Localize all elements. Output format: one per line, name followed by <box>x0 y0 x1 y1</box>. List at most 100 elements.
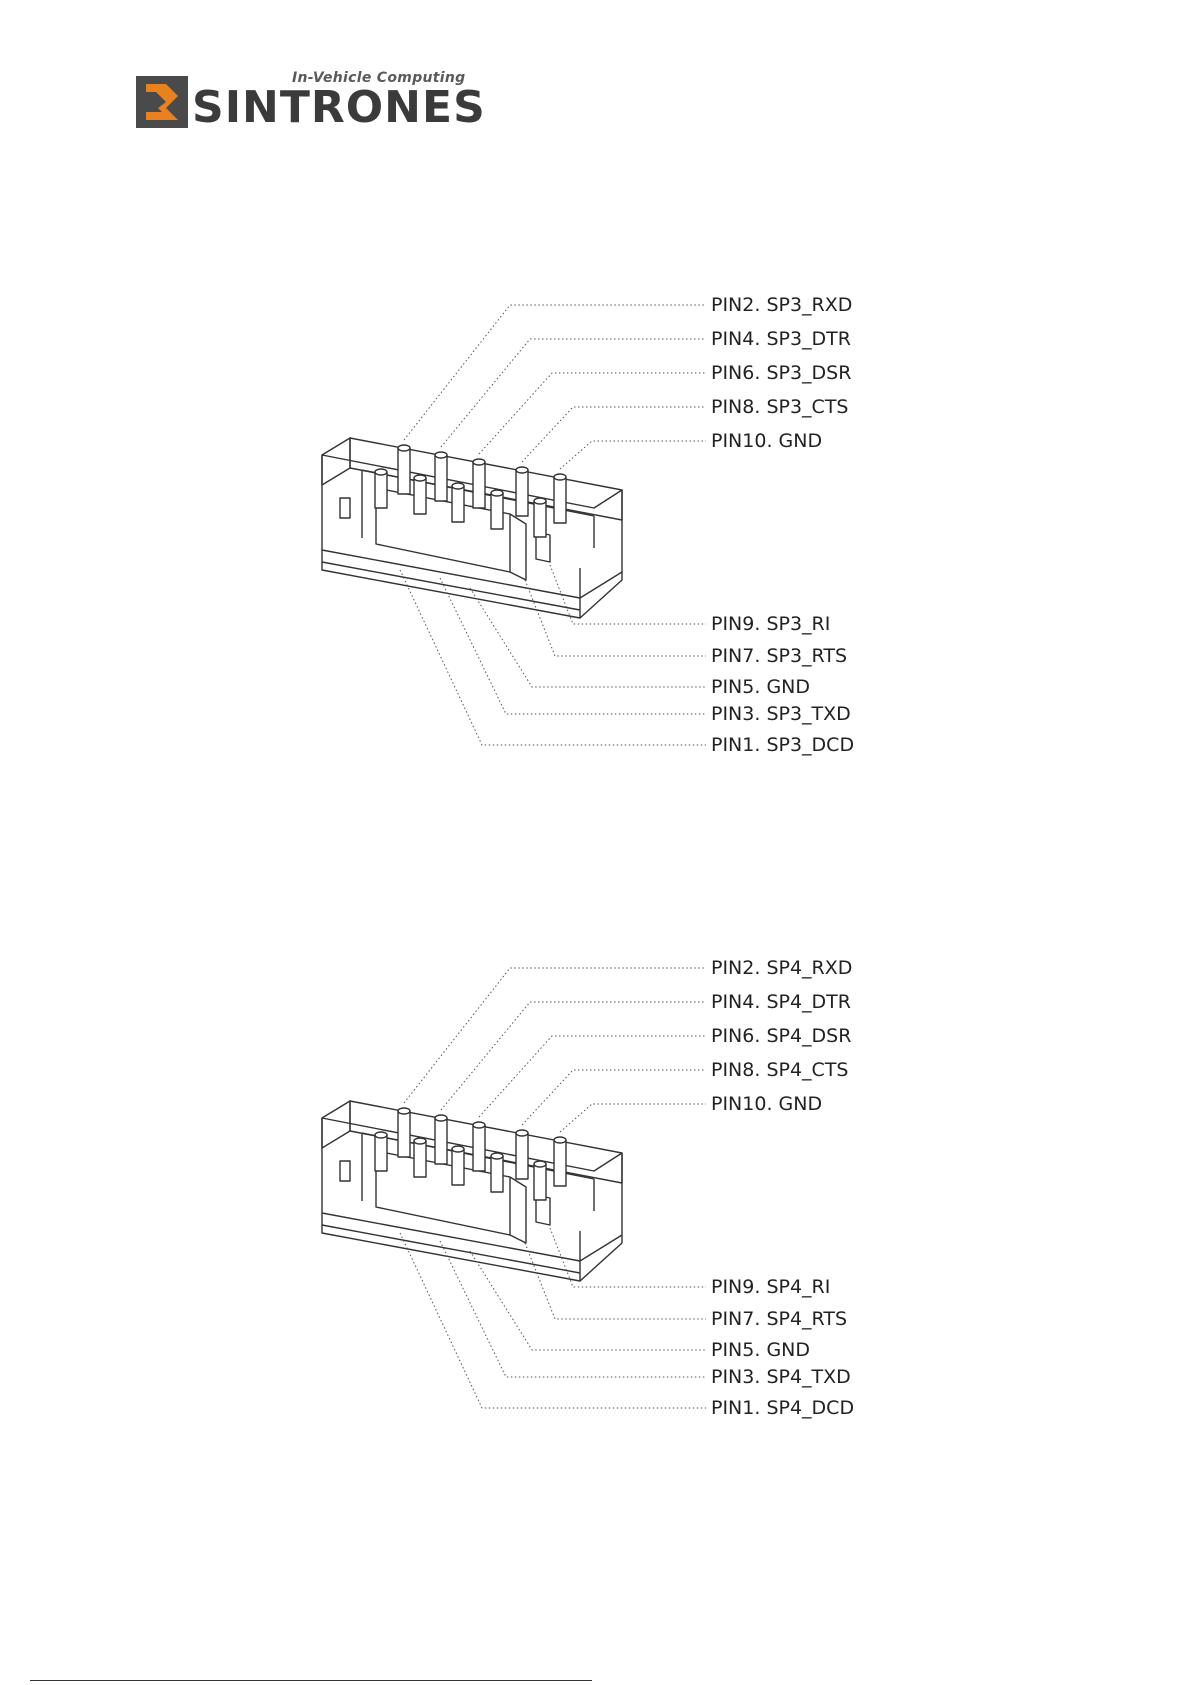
connector-drawing <box>0 280 1191 760</box>
pin-label: PIN5. GND <box>711 676 810 698</box>
leader-line <box>550 565 706 624</box>
header-pin <box>554 474 566 523</box>
pin-shaft <box>435 455 447 501</box>
pin-shaft <box>375 1135 387 1171</box>
pin-label: PIN10. GND <box>711 1093 822 1115</box>
connector-diagram-sp3: PIN2. SP3_RXD PIN4. SP3_DTR PIN6. SP3_DS… <box>0 280 1191 760</box>
connector-body <box>322 438 622 618</box>
pin-label: PIN3. SP3_TXD <box>711 703 851 725</box>
pin-tip <box>414 1138 426 1144</box>
pin-tip <box>534 1161 546 1167</box>
pin-label: PIN2. SP3_RXD <box>711 294 852 316</box>
pin-shaft <box>473 462 485 508</box>
header-pin <box>398 1108 410 1157</box>
leader-line <box>470 588 706 687</box>
pin-tip <box>554 1137 566 1143</box>
latch-window-left <box>340 498 350 518</box>
pin-label: PIN10. GND <box>711 430 822 452</box>
leader-lines <box>400 305 706 745</box>
pin-label: PIN1. SP3_DCD <box>711 734 854 756</box>
leader-line <box>525 1243 706 1319</box>
header-pin <box>534 498 546 537</box>
pin-label: PIN7. SP4_RTS <box>711 1308 847 1330</box>
key-notch <box>510 1177 526 1243</box>
pin-tip <box>554 474 566 480</box>
leader-line <box>440 1241 706 1377</box>
pin-tip <box>375 1132 387 1138</box>
pin-tip <box>452 1146 464 1152</box>
pin-label: PIN2. SP4_RXD <box>711 957 852 979</box>
pin-shaft <box>452 486 464 522</box>
pin-tip <box>414 475 426 481</box>
pin-shaft <box>398 1111 410 1157</box>
header-pin <box>398 445 410 494</box>
header-pin <box>491 490 503 529</box>
pin-shaft <box>516 1133 528 1179</box>
pin-label: PIN4. SP4_DTR <box>711 991 851 1013</box>
sintrones-logo: In-Vehicle Computing SINTRONES <box>136 68 516 138</box>
leader-line <box>441 339 706 447</box>
pin-label: PIN6. SP3_DSR <box>711 362 851 384</box>
pin-shaft <box>452 1149 464 1185</box>
logo-wordmark: SINTRONES <box>192 82 486 133</box>
pin-tip <box>375 469 387 475</box>
pin-shaft <box>491 1156 503 1192</box>
pin-label: PIN9. SP4_RI <box>711 1276 830 1298</box>
pin-shaft <box>414 478 426 514</box>
pin-label: PIN7. SP3_RTS <box>711 645 847 667</box>
connector-body <box>322 1101 622 1281</box>
footer-rule <box>30 1680 592 1681</box>
pin-shaft <box>554 477 566 523</box>
leader-line <box>550 1228 706 1287</box>
pin-tip <box>398 445 410 451</box>
header-pin <box>534 1161 546 1200</box>
housing-left-end <box>322 438 350 485</box>
leader-line <box>525 580 706 656</box>
header-pin <box>414 1138 426 1177</box>
logo-mark-icon <box>136 76 196 138</box>
leader-lines <box>400 968 706 1408</box>
pin-tip <box>473 1122 485 1128</box>
connector-diagram-sp4: PIN2. SP4_RXD PIN4. SP4_DTR PIN6. SP4_DS… <box>0 943 1191 1423</box>
key-notch <box>510 514 526 580</box>
pin-shaft <box>534 501 546 537</box>
pin-tip <box>398 1108 410 1114</box>
pin-shaft <box>398 448 410 494</box>
header-pin <box>375 1132 387 1171</box>
pin-tip <box>452 483 464 489</box>
leader-line <box>560 441 706 469</box>
pin-shaft <box>435 1118 447 1164</box>
pin-shaft <box>491 493 503 529</box>
housing-left-end <box>322 1101 350 1148</box>
latch-window-left <box>340 1161 350 1181</box>
pin-tip <box>516 467 528 473</box>
leader-line <box>560 1104 706 1132</box>
pin-shaft <box>554 1140 566 1186</box>
base-rail-end <box>580 572 622 618</box>
pin-label: PIN8. SP4_CTS <box>711 1059 848 1081</box>
header-pin <box>516 467 528 516</box>
header-pin <box>473 1122 485 1171</box>
pin-shaft <box>534 1164 546 1200</box>
header-pin <box>554 1137 566 1186</box>
pin-label: PIN3. SP4_TXD <box>711 1366 851 1388</box>
header-pin <box>491 1153 503 1192</box>
pin-shaft <box>375 472 387 508</box>
pin-label: PIN6. SP4_DSR <box>711 1025 851 1047</box>
header-pin <box>516 1130 528 1179</box>
leader-line <box>479 1036 706 1117</box>
leader-line <box>479 373 706 454</box>
pin-label: PIN1. SP4_DCD <box>711 1397 854 1419</box>
leader-line <box>440 578 706 714</box>
base-rail-end <box>580 1235 622 1281</box>
pin-label: PIN9. SP3_RI <box>711 613 830 635</box>
leader-line <box>522 1070 706 1125</box>
header-pin <box>435 1115 447 1164</box>
header-pin <box>375 469 387 508</box>
header-pin <box>414 475 426 514</box>
pin-label: PIN5. GND <box>711 1339 810 1361</box>
pin-shaft <box>473 1125 485 1171</box>
leader-line <box>522 407 706 462</box>
leader-line <box>441 1002 706 1110</box>
pin-tip <box>491 490 503 496</box>
